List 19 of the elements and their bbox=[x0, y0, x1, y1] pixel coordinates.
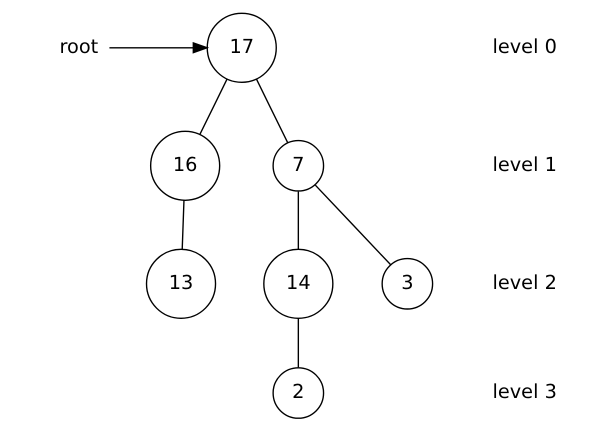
node-circle: 2 bbox=[272, 367, 324, 419]
label: level 0 bbox=[492, 34, 557, 58]
node-circle: 3 bbox=[381, 258, 434, 310]
node-circle: 14 bbox=[263, 248, 334, 319]
node-circle: 16 bbox=[150, 130, 220, 201]
connector bbox=[298, 192, 300, 250]
arrow bbox=[109, 42, 210, 54]
node-circle: 13 bbox=[146, 248, 216, 319]
label: level 1 bbox=[492, 152, 557, 176]
connector bbox=[199, 78, 228, 136]
connector bbox=[314, 184, 391, 265]
label: level 2 bbox=[492, 270, 557, 294]
label: level 3 bbox=[492, 380, 557, 404]
node-circle: 7 bbox=[272, 140, 324, 192]
connector bbox=[298, 318, 300, 368]
node-circle: 17 bbox=[206, 12, 277, 83]
node-text: root bbox=[60, 34, 98, 58]
connector bbox=[182, 200, 185, 250]
connector bbox=[256, 78, 288, 143]
